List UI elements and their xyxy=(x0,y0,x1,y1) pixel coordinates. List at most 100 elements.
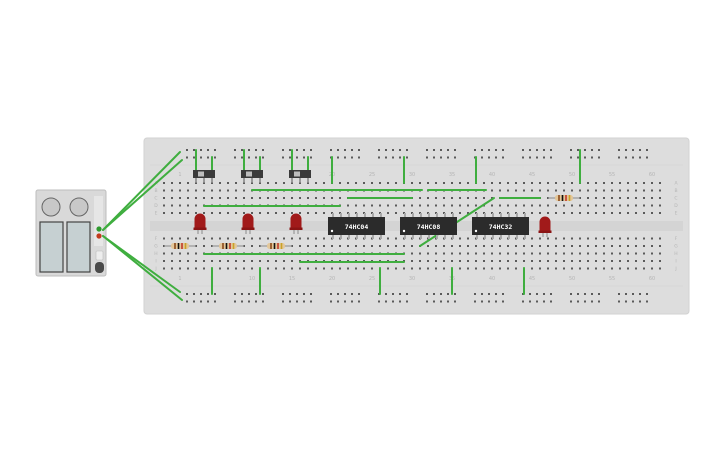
breadboard-hole[interactable] xyxy=(635,182,637,184)
breadboard-hole[interactable] xyxy=(627,204,629,207)
rail-hole[interactable] xyxy=(488,149,490,151)
rail-hole[interactable] xyxy=(186,149,188,151)
rail-hole[interactable] xyxy=(310,300,312,303)
breadboard-hole[interactable] xyxy=(499,260,501,262)
breadboard-hole[interactable] xyxy=(163,197,165,199)
switch-toggle[interactable] xyxy=(246,171,252,177)
switch-toggle[interactable] xyxy=(198,171,204,177)
rail-hole[interactable] xyxy=(474,300,476,303)
breadboard-hole[interactable] xyxy=(323,197,325,199)
breadboard-hole[interactable] xyxy=(467,204,469,207)
rail-hole[interactable] xyxy=(248,149,250,151)
breadboard-hole[interactable] xyxy=(443,267,445,270)
breadboard-hole[interactable] xyxy=(171,252,173,255)
rail-hole[interactable] xyxy=(337,300,339,303)
breadboard-hole[interactable] xyxy=(603,212,605,214)
rail-hole[interactable] xyxy=(440,300,442,303)
breadboard-hole[interactable] xyxy=(579,237,581,240)
rail-hole[interactable] xyxy=(310,293,312,295)
breadboard-hole[interactable] xyxy=(451,182,453,184)
breadboard-hole[interactable] xyxy=(179,267,181,270)
breadboard-hole[interactable] xyxy=(187,260,189,262)
breadboard-hole[interactable] xyxy=(323,212,325,214)
rail-hole[interactable] xyxy=(598,300,600,303)
breadboard-hole[interactable] xyxy=(451,204,453,207)
breadboard-hole[interactable] xyxy=(435,197,437,199)
rail-hole[interactable] xyxy=(289,300,291,303)
breadboard-hole[interactable] xyxy=(435,260,437,262)
rail-hole[interactable] xyxy=(282,156,284,159)
breadboard-hole[interactable] xyxy=(635,197,637,199)
breadboard-hole[interactable] xyxy=(627,197,629,199)
breadboard-hole[interactable] xyxy=(443,197,445,199)
breadboard-hole[interactable] xyxy=(483,182,485,184)
breadboard-hole[interactable] xyxy=(323,237,325,240)
breadboard-hole[interactable] xyxy=(395,237,397,240)
breadboard-hole[interactable] xyxy=(627,237,629,240)
breadboard-hole[interactable] xyxy=(547,260,549,262)
rail-hole[interactable] xyxy=(646,300,648,303)
breadboard-hole[interactable] xyxy=(267,182,269,184)
breadboard-hole[interactable] xyxy=(267,237,269,240)
breadboard-hole[interactable] xyxy=(187,204,189,207)
battery-pack[interactable] xyxy=(35,189,107,277)
rail-hole[interactable] xyxy=(385,149,387,151)
breadboard-hole[interactable] xyxy=(179,237,181,240)
breadboard-hole[interactable] xyxy=(555,212,557,214)
breadboard-hole[interactable] xyxy=(299,237,301,240)
breadboard-hole[interactable] xyxy=(171,197,173,199)
resistors[interactable] xyxy=(164,195,580,249)
breadboard-hole[interactable] xyxy=(163,260,165,262)
breadboard-hole[interactable] xyxy=(627,252,629,255)
breadboard-hole[interactable] xyxy=(603,197,605,199)
breadboard-hole[interactable] xyxy=(387,182,389,184)
rail-hole[interactable] xyxy=(570,293,572,295)
breadboard-hole[interactable] xyxy=(171,260,173,262)
breadboard-hole[interactable] xyxy=(163,212,165,214)
breadboard-hole[interactable] xyxy=(595,260,597,262)
switches[interactable] xyxy=(193,170,311,183)
rail-hole[interactable] xyxy=(330,293,332,295)
breadboard-hole[interactable] xyxy=(651,182,653,184)
rail-hole[interactable] xyxy=(577,293,579,295)
breadboard-hole[interactable] xyxy=(635,212,637,214)
rail-hole[interactable] xyxy=(406,149,408,151)
rail-hole[interactable] xyxy=(447,293,449,295)
breadboard-hole[interactable] xyxy=(571,252,573,255)
breadboard-hole[interactable] xyxy=(563,237,565,240)
rail-hole[interactable] xyxy=(234,156,236,159)
breadboard-hole[interactable] xyxy=(387,237,389,240)
breadboard-hole[interactable] xyxy=(355,182,357,184)
rail-hole[interactable] xyxy=(200,156,202,159)
rail-hole[interactable] xyxy=(406,293,408,295)
breadboard-hole[interactable] xyxy=(611,252,613,255)
rail-hole[interactable] xyxy=(584,156,586,159)
breadboard-hole[interactable] xyxy=(459,212,461,214)
breadboard-hole[interactable] xyxy=(659,204,661,207)
breadboard-hole[interactable] xyxy=(475,267,477,270)
rail-hole[interactable] xyxy=(502,149,504,151)
breadboard-hole[interactable] xyxy=(443,182,445,184)
breadboard-hole[interactable] xyxy=(235,182,237,184)
breadboard-hole[interactable] xyxy=(387,212,389,214)
rail-hole[interactable] xyxy=(337,156,339,159)
breadboard-hole[interactable] xyxy=(459,245,461,247)
breadboard-hole[interactable] xyxy=(243,212,245,214)
breadboard-hole[interactable] xyxy=(227,189,229,192)
rail-hole[interactable] xyxy=(522,156,524,159)
breadboard-hole[interactable] xyxy=(467,267,469,270)
rail-hole[interactable] xyxy=(385,156,387,159)
breadboard-hole[interactable] xyxy=(627,212,629,214)
rail-hole[interactable] xyxy=(536,293,538,295)
breadboard-hole[interactable] xyxy=(387,267,389,270)
led-icon[interactable] xyxy=(289,213,303,234)
breadboard-hole[interactable] xyxy=(347,204,349,207)
rail-hole[interactable] xyxy=(262,149,264,151)
breadboard-hole[interactable] xyxy=(587,252,589,255)
breadboard-hole[interactable] xyxy=(203,260,205,262)
breadboard-hole[interactable] xyxy=(339,267,341,270)
breadboard-hole[interactable] xyxy=(603,189,605,192)
rail-hole[interactable] xyxy=(529,300,531,303)
breadboard-hole[interactable] xyxy=(579,260,581,262)
breadboard-hole[interactable] xyxy=(363,245,365,247)
